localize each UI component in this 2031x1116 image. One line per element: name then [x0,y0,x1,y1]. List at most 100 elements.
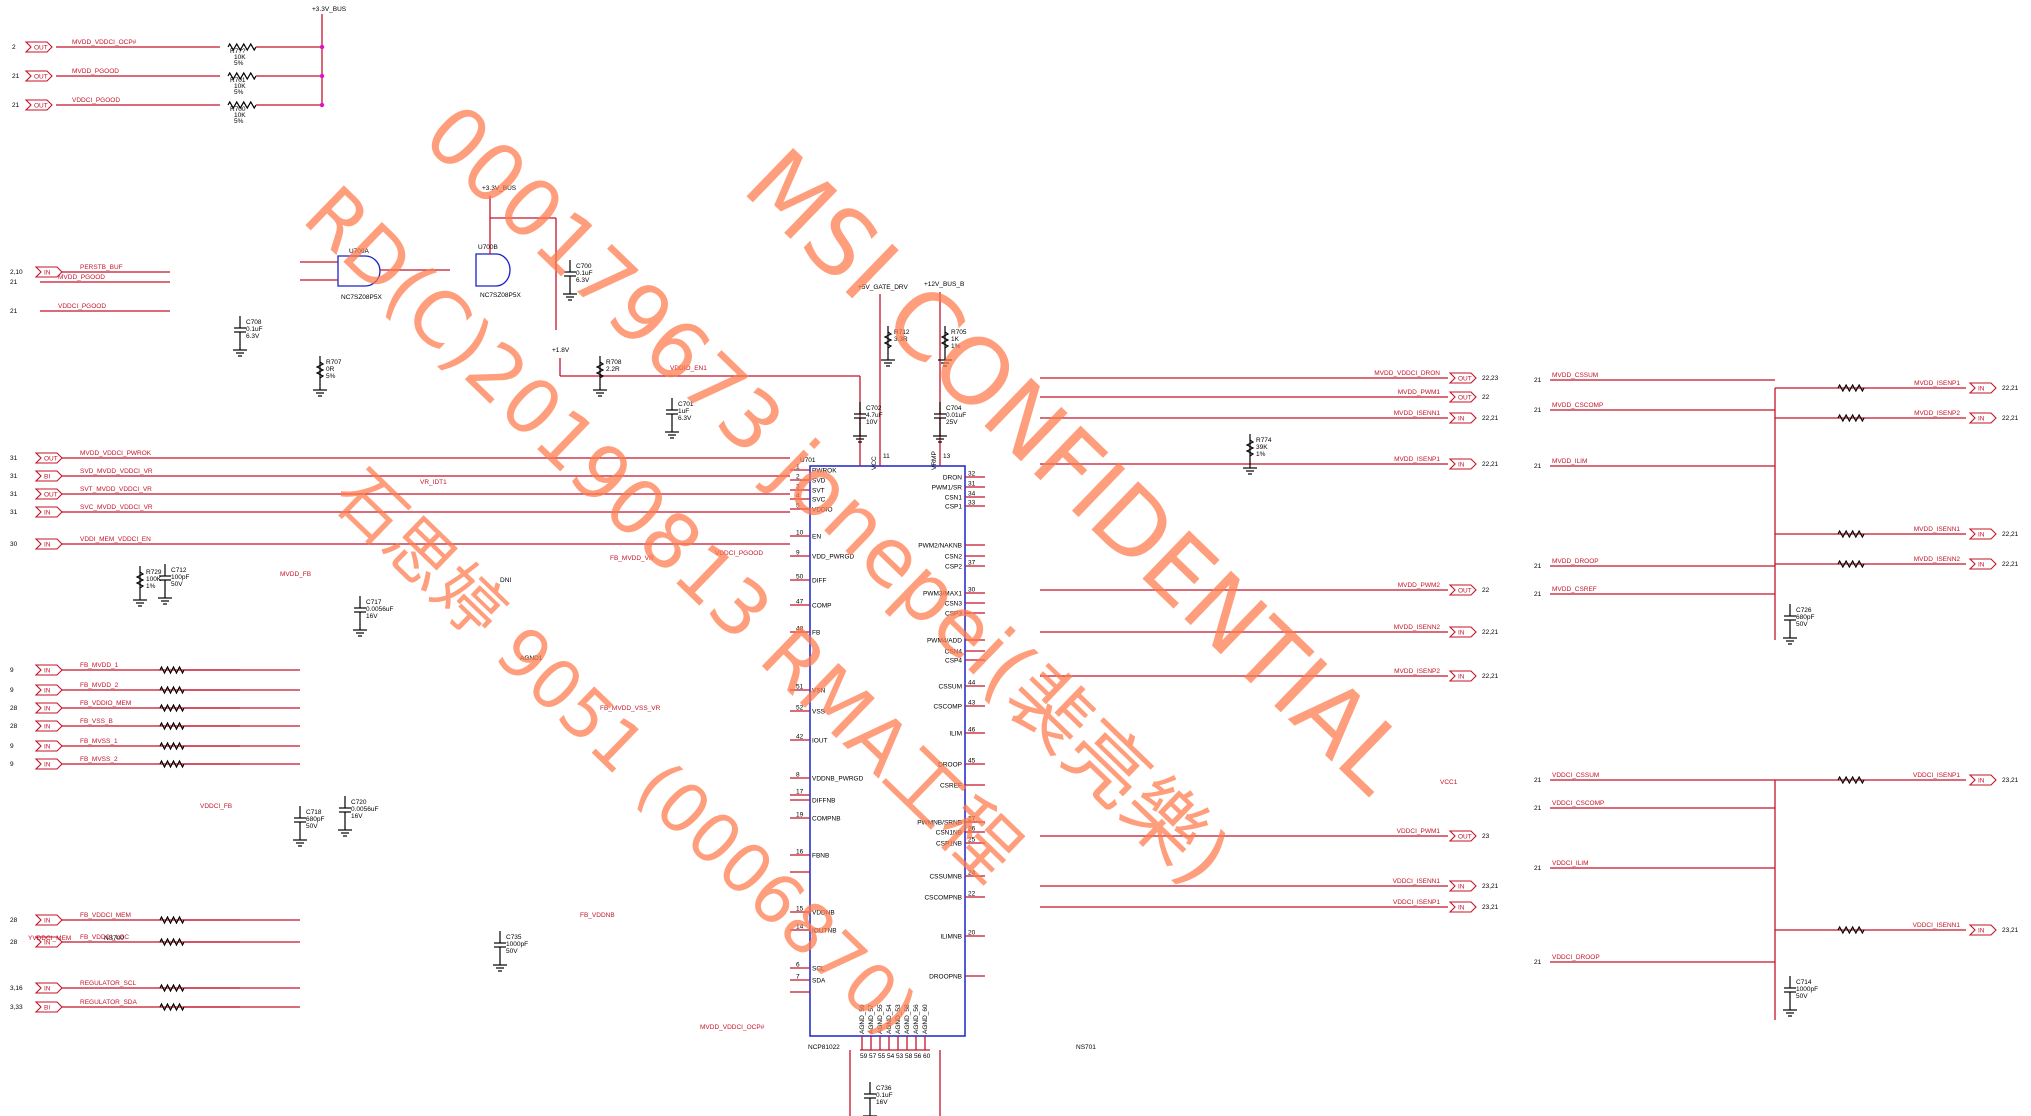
resistor-tol: 5% [234,118,244,125]
page-ref: 31 [10,491,18,498]
resistor-symbol [1837,559,1865,569]
resistor-symbol [159,741,185,751]
ic-pin-number: 2 [796,474,800,481]
port-in [34,720,63,732]
page-ref: 21 [12,73,20,80]
page-ref: 31 [10,455,18,462]
net-label: MVDD_ISENP2 [1914,410,1960,417]
ic-pin-name: PWM3/MAX1 [923,591,962,598]
port-dir-label: IN [44,270,51,277]
component-value: 0.0056uF [366,606,393,613]
net-label: MVDD_VDDCI_OCP# [700,1024,765,1031]
net-label: VDDCI_PGOOD [715,550,763,557]
port-in [1968,382,1997,394]
ic-pin-name: VSN [812,688,826,695]
svg-text:U700B: U700B [478,244,498,251]
page-ref: 21 [1534,407,1542,414]
component-rating: 50V [1796,621,1808,628]
port-dir-label: IN [1978,928,1985,935]
component-ref: R708 [606,359,622,366]
net-label: PERSTB_BUF [80,264,123,271]
ic-pin-number: 42 [796,734,804,741]
rail-label-3v3-b: +3.3V_BUS [482,185,517,192]
component-value: 0R [326,366,335,373]
port-dir-label: IN [1978,562,1985,569]
ic-pin-number: 24 [968,870,976,877]
port-dir-label: OUT [44,492,58,499]
ic-pin-name: SVD [812,478,826,485]
component-rating: 50V [506,948,518,955]
component-value: 100K [146,576,162,583]
component-ref: R705 [951,329,967,336]
component-rating: 6.3V [678,415,692,422]
net-label: MVDD_ISENP1 [1914,380,1960,387]
ic-pin-name: PWM1/SR [932,485,963,492]
ic-pin-name: AGND_53 [895,1004,902,1034]
page-ref: 21 [1534,805,1542,812]
port-dir-label: OUT [1458,834,1472,841]
ic-pin-name: VDDNB_PWRGD [812,776,864,783]
port-dir-label: OUT [34,45,48,52]
ic-pin-name: AGND_58 [904,1004,911,1034]
component-ref: C718 [306,809,322,816]
net-label: FB_VDDCI_LOC [80,934,129,941]
component-rating: 50V [171,581,183,588]
page-ref: 28 [10,939,18,946]
component-ref: C700 [576,263,592,270]
component-value: 1K [951,336,960,343]
ic-pin-name: AGND_56 [913,1004,920,1034]
net-label: SVC_MVDD_VDDCI_VR [80,504,153,511]
net-label: MVDD_PGOOD [72,68,119,75]
resistor-symbol [159,937,185,947]
ic-pin-name: CSP4 [945,658,962,665]
port-dir-label: IN [1978,386,1985,393]
ic-pin-number: 54 [887,1053,895,1060]
page-ref: 21 [1534,563,1542,570]
ic-pin-number: 45 [968,758,976,765]
resistor-symbol [227,100,257,110]
component-value: 0.1uF [876,1092,893,1099]
ic-pin-number: 57 [869,1053,877,1060]
port-dir-label: IN [44,940,51,947]
resistor-symbol [1837,775,1865,785]
net-label: MVDD_PWM1 [1398,389,1441,396]
left-port-row: 28 IN FB_VDDCI_LOC [10,934,300,948]
port-out [24,41,53,53]
net-label: MVDD_ISENN1 [1394,410,1441,417]
resistor-symbol [227,71,257,81]
ic-pin-name: VCC [871,456,878,470]
component-ref: R774 [1256,437,1272,444]
port-bi [34,470,63,482]
ic-pin-number: 8 [796,772,800,779]
net-label: VDDCI_PWM1 [1397,828,1441,835]
port-in [34,982,63,994]
ic-pin-name: IOUT [812,738,828,745]
ic-pin-name: DIFF [812,578,826,585]
resistor-symbol [159,703,185,713]
port-out [1448,391,1477,403]
ic-pin-name: CSCOMPNB [924,895,962,902]
component-value: 680pF [306,816,324,823]
page-ref: 31 [10,473,18,480]
ic-pin-number: 26 [968,826,976,833]
component-ref: C735 [506,934,522,941]
rail-1v8: +1.8V [552,347,570,354]
net-label: FB_MVDD_VSS_VR [600,705,661,712]
ic-pin-name: AGND_60 [922,1004,929,1034]
ic-pin-number: 22 [968,891,976,898]
net-label: VDDCI_ISENP1 [1393,899,1440,906]
ic-pin-number: 51 [796,684,804,691]
net-label: MVDD_VDDCI_OCP# [72,39,137,46]
